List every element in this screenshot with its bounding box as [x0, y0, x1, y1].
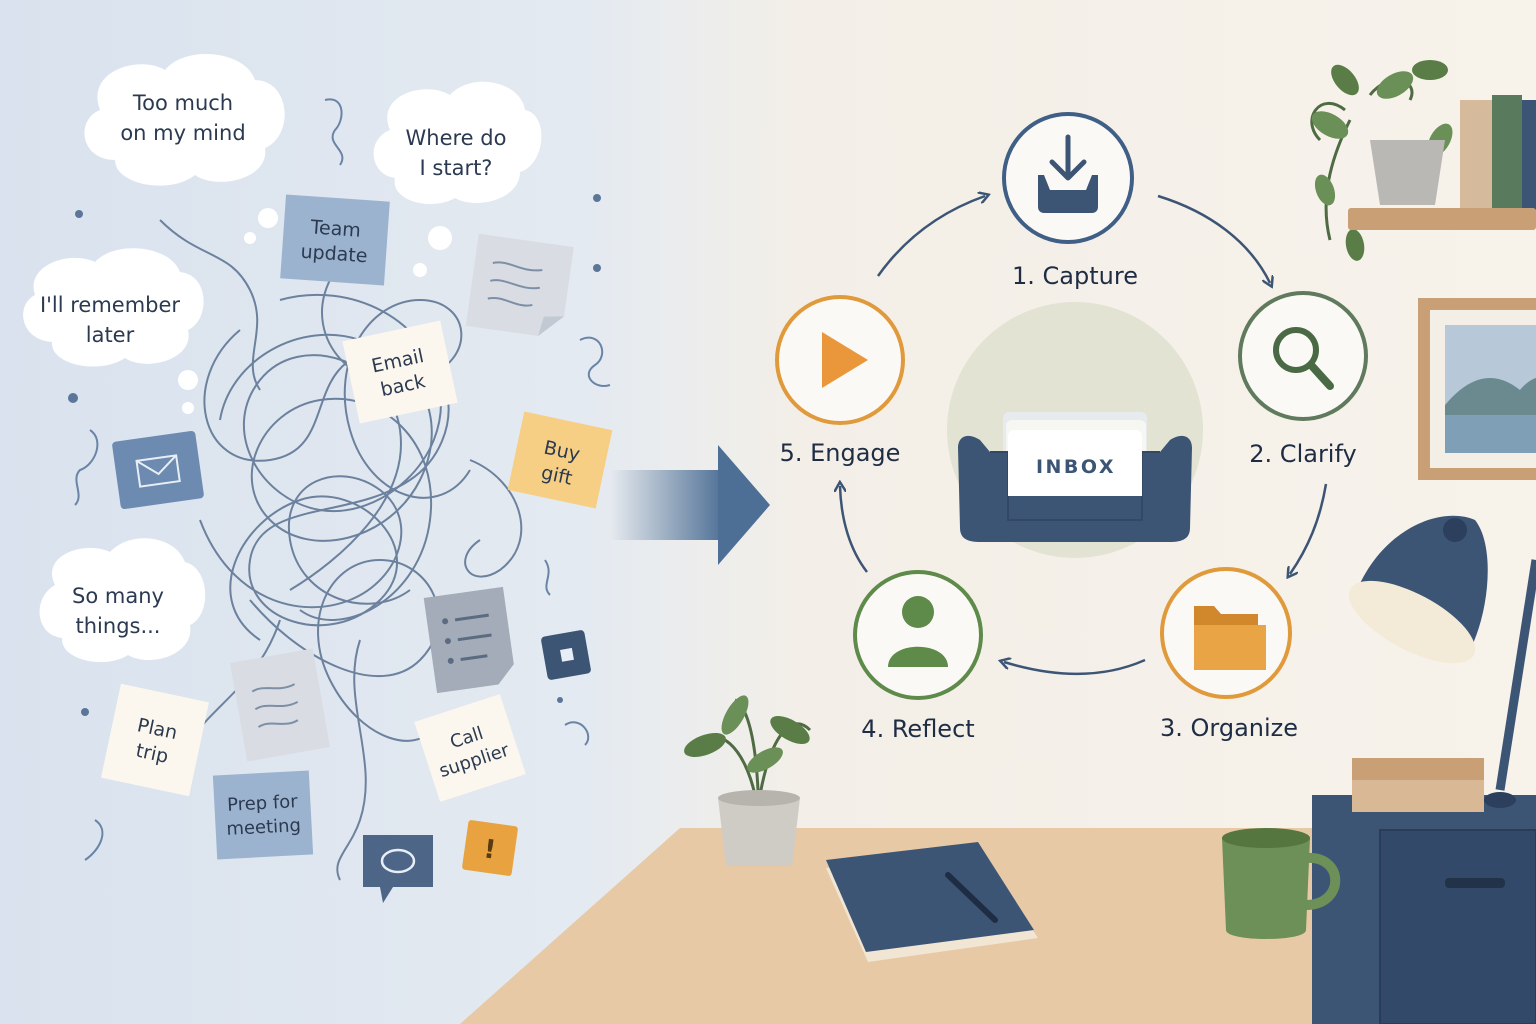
sticky-note: Plan trip: [101, 683, 209, 797]
step-capture: 1. Capture: [1002, 112, 1138, 290]
step-clarify: 2. Clarify: [1238, 291, 1368, 468]
arrow-clarify-organize: [1290, 483, 1328, 574]
squiggles: [74, 98, 611, 861]
arrow-reflect-engage: [840, 486, 868, 573]
step-label: 4. Reflect: [861, 715, 974, 743]
note-text: Team: [309, 216, 362, 242]
arrow-capture-clarify: [1157, 194, 1270, 283]
checklist-note: [423, 586, 514, 694]
note-text: Prep for: [227, 791, 299, 816]
thought-text: things...: [76, 614, 161, 638]
desk-plant: [684, 695, 812, 866]
mug: [1222, 828, 1341, 939]
arrow-engage-capture: [876, 196, 985, 277]
scribble-note: [229, 648, 331, 762]
step-organize: 3. Organize: [1160, 567, 1298, 742]
step-label: 3. Organize: [1160, 714, 1298, 742]
desk-drawer: [1312, 795, 1536, 1024]
thought-cloud: So many things...: [39, 538, 206, 663]
step-label: 1. Capture: [1012, 262, 1138, 290]
mail-icon: [112, 431, 204, 509]
play-icon: [822, 332, 868, 388]
transition-arrow: [610, 445, 770, 565]
note-text: update: [300, 241, 368, 268]
thought-cloud: I'll remember later: [23, 248, 204, 414]
inbox: INBOX: [947, 302, 1203, 558]
alert-icon: !: [462, 820, 518, 876]
folder-icon: [1194, 606, 1266, 670]
picture-frame: [1418, 298, 1536, 480]
step-engage: 5. Engage: [775, 295, 905, 467]
inbox-label: INBOX: [1036, 456, 1116, 478]
cycle-arrows: [840, 194, 1328, 675]
shelf-plant: [1310, 60, 1536, 261]
step-reflect: 4. Reflect: [853, 570, 983, 743]
sticky-note: Call supplier: [414, 694, 526, 802]
chat-bubble-icon: [363, 835, 433, 903]
download-tray-icon: [1038, 134, 1098, 213]
svg-text:!: !: [482, 834, 498, 865]
thought-cloud: Too much on my mind: [84, 53, 285, 186]
thought-text: So many: [72, 584, 164, 608]
arrow-organize-reflect: [1004, 660, 1146, 675]
thought-text: I start?: [420, 156, 493, 180]
note-text: meeting: [226, 815, 302, 840]
thought-text: on my mind: [120, 121, 245, 145]
thought-text: Too much: [132, 91, 233, 115]
thought-text: Where do: [406, 126, 507, 150]
sticky-note: Email back: [342, 320, 458, 424]
dots: [68, 194, 601, 716]
sticky-note: Team update: [280, 194, 390, 286]
person-icon: [888, 596, 948, 667]
step-label: 5. Engage: [780, 439, 901, 467]
magnifier-icon: [1273, 327, 1334, 390]
sticky-note: Prep for meeting: [212, 770, 314, 860]
box-on-drawer: [1352, 758, 1484, 812]
desk-lamp: [1348, 515, 1536, 808]
square-icon: [541, 630, 591, 680]
thought-text: later: [86, 323, 135, 347]
sticky-note: Buy gift: [507, 411, 613, 509]
notebook: [826, 842, 1038, 962]
thought-text: I'll remember: [40, 293, 180, 317]
thought-cloud: Where do I start?: [244, 81, 542, 277]
step-label: 2. Clarify: [1249, 440, 1356, 468]
